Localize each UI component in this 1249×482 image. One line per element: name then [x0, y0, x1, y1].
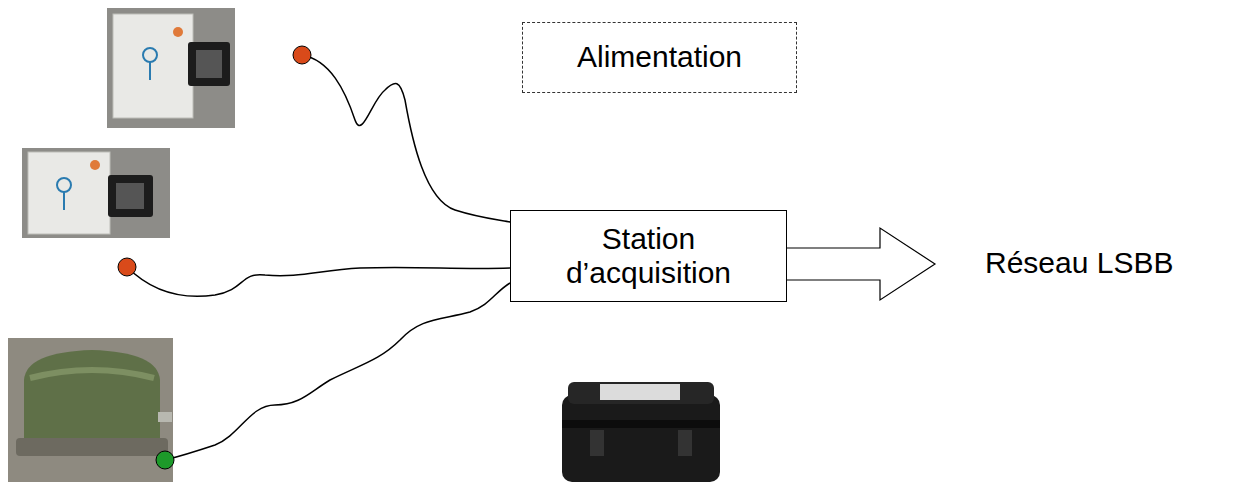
acquisition-case-photo [562, 382, 720, 482]
sensor-connector-dot [293, 46, 311, 64]
node-text: Alimentation [577, 40, 742, 75]
sensor-connector-dot [118, 258, 136, 276]
sensor-cable [127, 55, 510, 460]
output-block-arrow [785, 228, 935, 300]
process-box: Station d’acquisition [510, 210, 787, 302]
accelerometer-photo [107, 8, 235, 128]
node-text: Station d’acquisition [525, 222, 772, 291]
power-box: Alimentation [522, 22, 797, 93]
sensor-connector-dot [156, 451, 174, 469]
seismometer-photo [8, 338, 173, 482]
accelerometer-photo [22, 148, 170, 238]
network-label: Réseau LSBB [985, 246, 1173, 281]
